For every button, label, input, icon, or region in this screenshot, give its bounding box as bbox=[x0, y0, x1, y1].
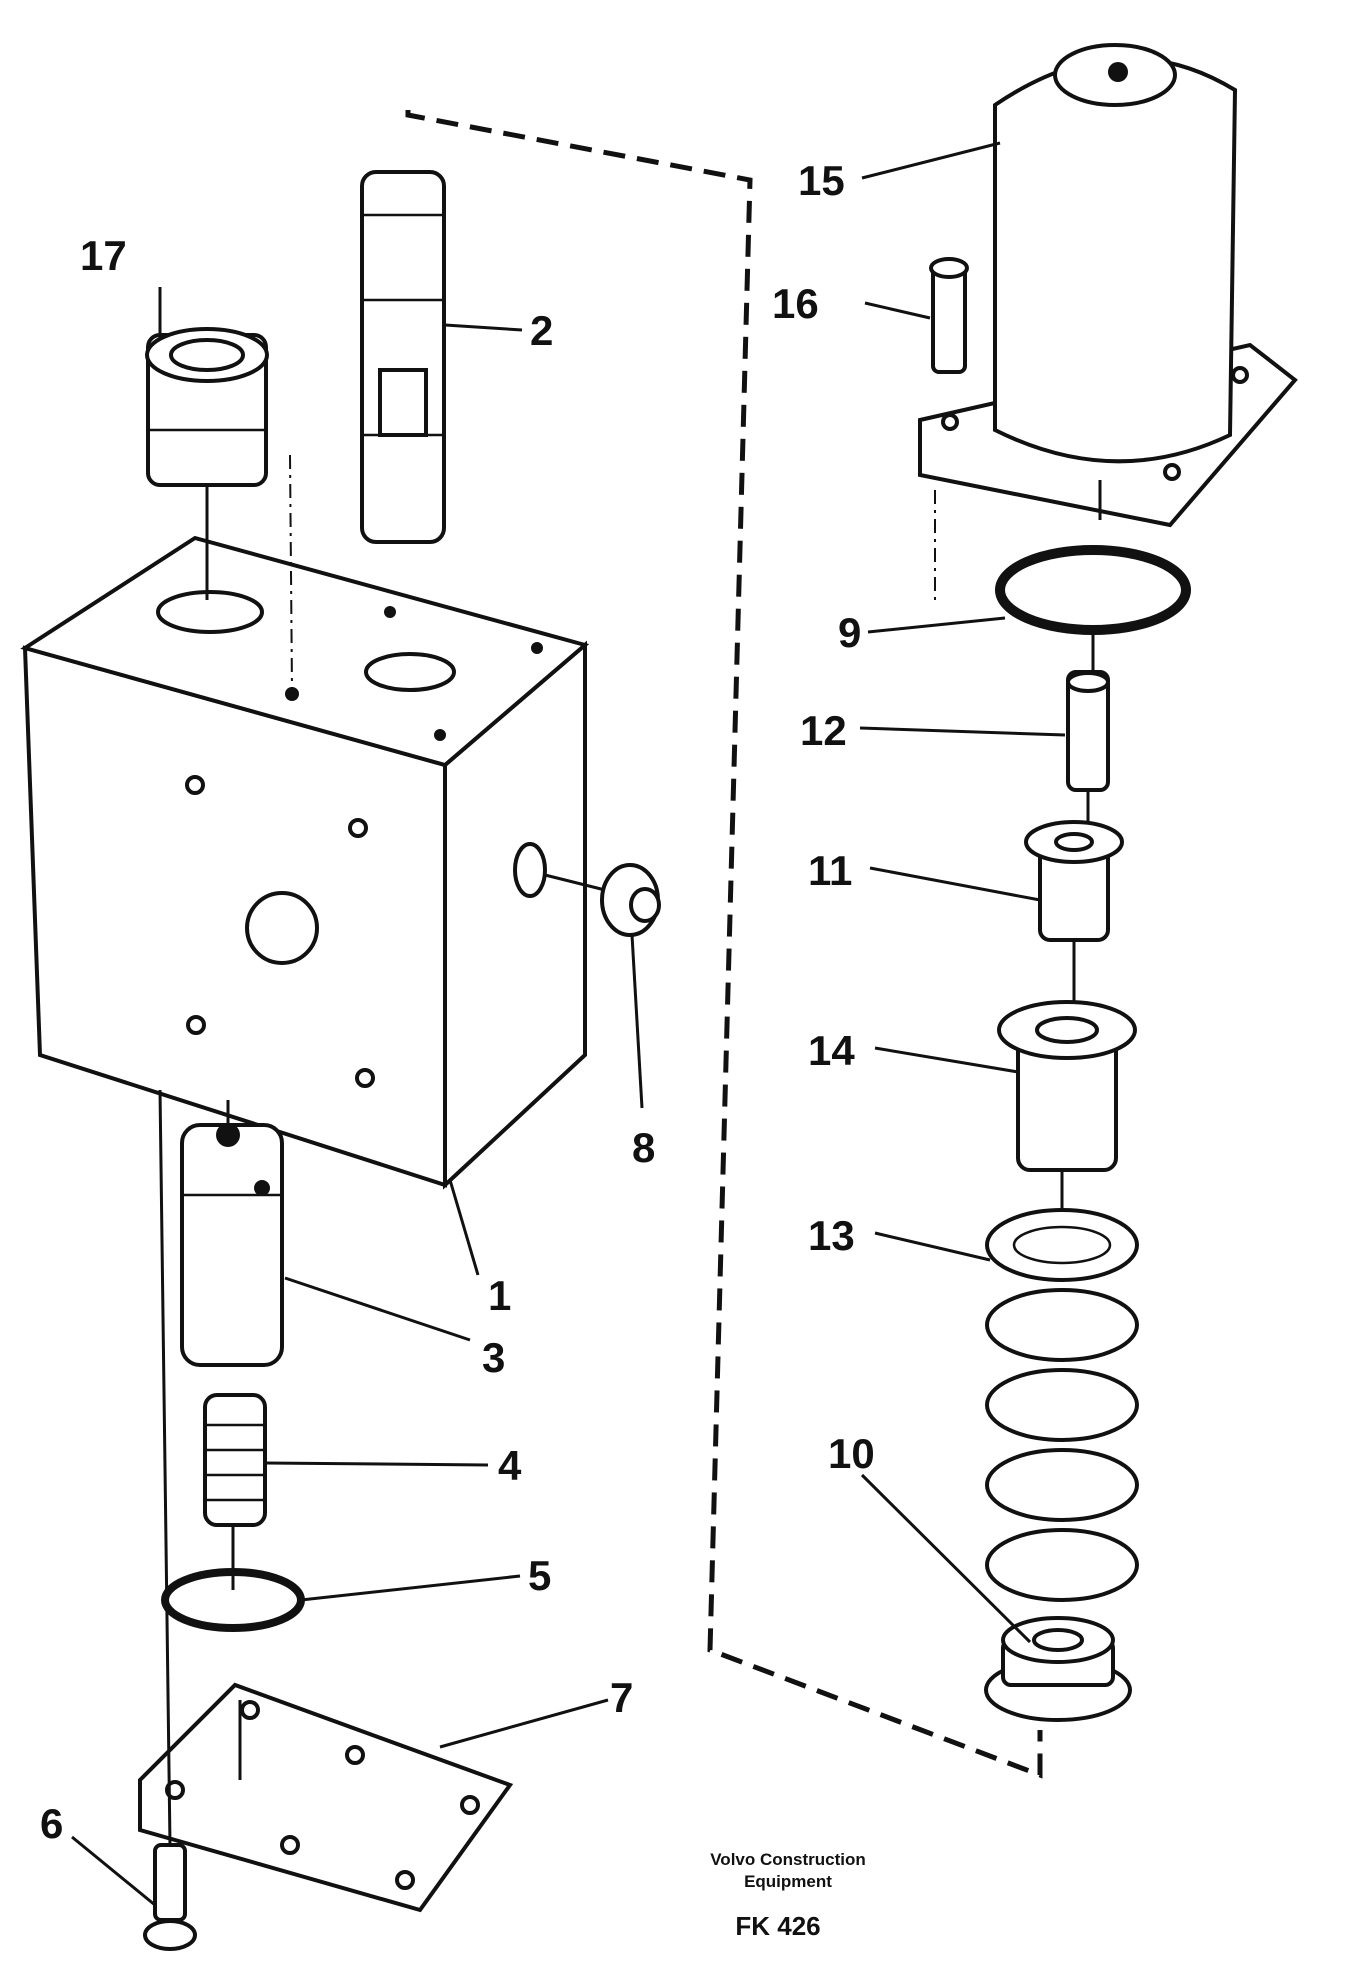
screw-part bbox=[143, 1089, 197, 1951]
threaded-adapter-part bbox=[360, 170, 446, 544]
spring-seat-part bbox=[997, 1000, 1137, 1230]
fitting-part bbox=[145, 327, 293, 691]
large-spring-part bbox=[985, 1208, 1139, 1602]
cover-plate-part bbox=[138, 1682, 514, 1913]
assembly-dashed-outline bbox=[405, 110, 1043, 1779]
callout-3: 3 bbox=[482, 1334, 505, 1381]
callout-6: 6 bbox=[40, 1800, 63, 1847]
bolt-part bbox=[929, 257, 969, 374]
callout-17: 17 bbox=[80, 232, 127, 279]
valve-block-part bbox=[20, 535, 590, 1190]
callout-7: 7 bbox=[610, 1674, 633, 1721]
callout-4: 4 bbox=[498, 1442, 522, 1489]
manufacturer-caption-line1: Volvo Construction bbox=[710, 1850, 866, 1869]
figure-code: FK 426 bbox=[735, 1911, 820, 1941]
callout-2: 2 bbox=[530, 307, 553, 354]
callout-5: 5 bbox=[528, 1552, 551, 1599]
manufacturer-caption-line2: Equipment bbox=[744, 1872, 832, 1891]
small-screw-part bbox=[1066, 670, 1110, 830]
callout-14: 14 bbox=[808, 1027, 855, 1074]
spool-part bbox=[180, 1100, 284, 1367]
callout-13: 13 bbox=[808, 1212, 855, 1259]
callout-10: 10 bbox=[828, 1430, 875, 1477]
callout-12: 12 bbox=[800, 707, 847, 754]
retainer-part bbox=[984, 1616, 1132, 1722]
callout-11: 11 bbox=[808, 847, 852, 894]
cap-housing-part bbox=[918, 43, 1298, 600]
leader-lines bbox=[71, 141, 1066, 1907]
small-spring-part bbox=[203, 1393, 267, 1527]
sleeve-part bbox=[1024, 820, 1124, 1015]
callout-1: 1 bbox=[488, 1272, 511, 1319]
o-ring-large-part bbox=[995, 545, 1191, 635]
callout-9: 9 bbox=[838, 609, 861, 656]
callout-16: 16 bbox=[772, 280, 819, 327]
callout-15: 15 bbox=[798, 157, 845, 204]
plug-part bbox=[544, 863, 661, 937]
callout-8: 8 bbox=[632, 1124, 655, 1171]
